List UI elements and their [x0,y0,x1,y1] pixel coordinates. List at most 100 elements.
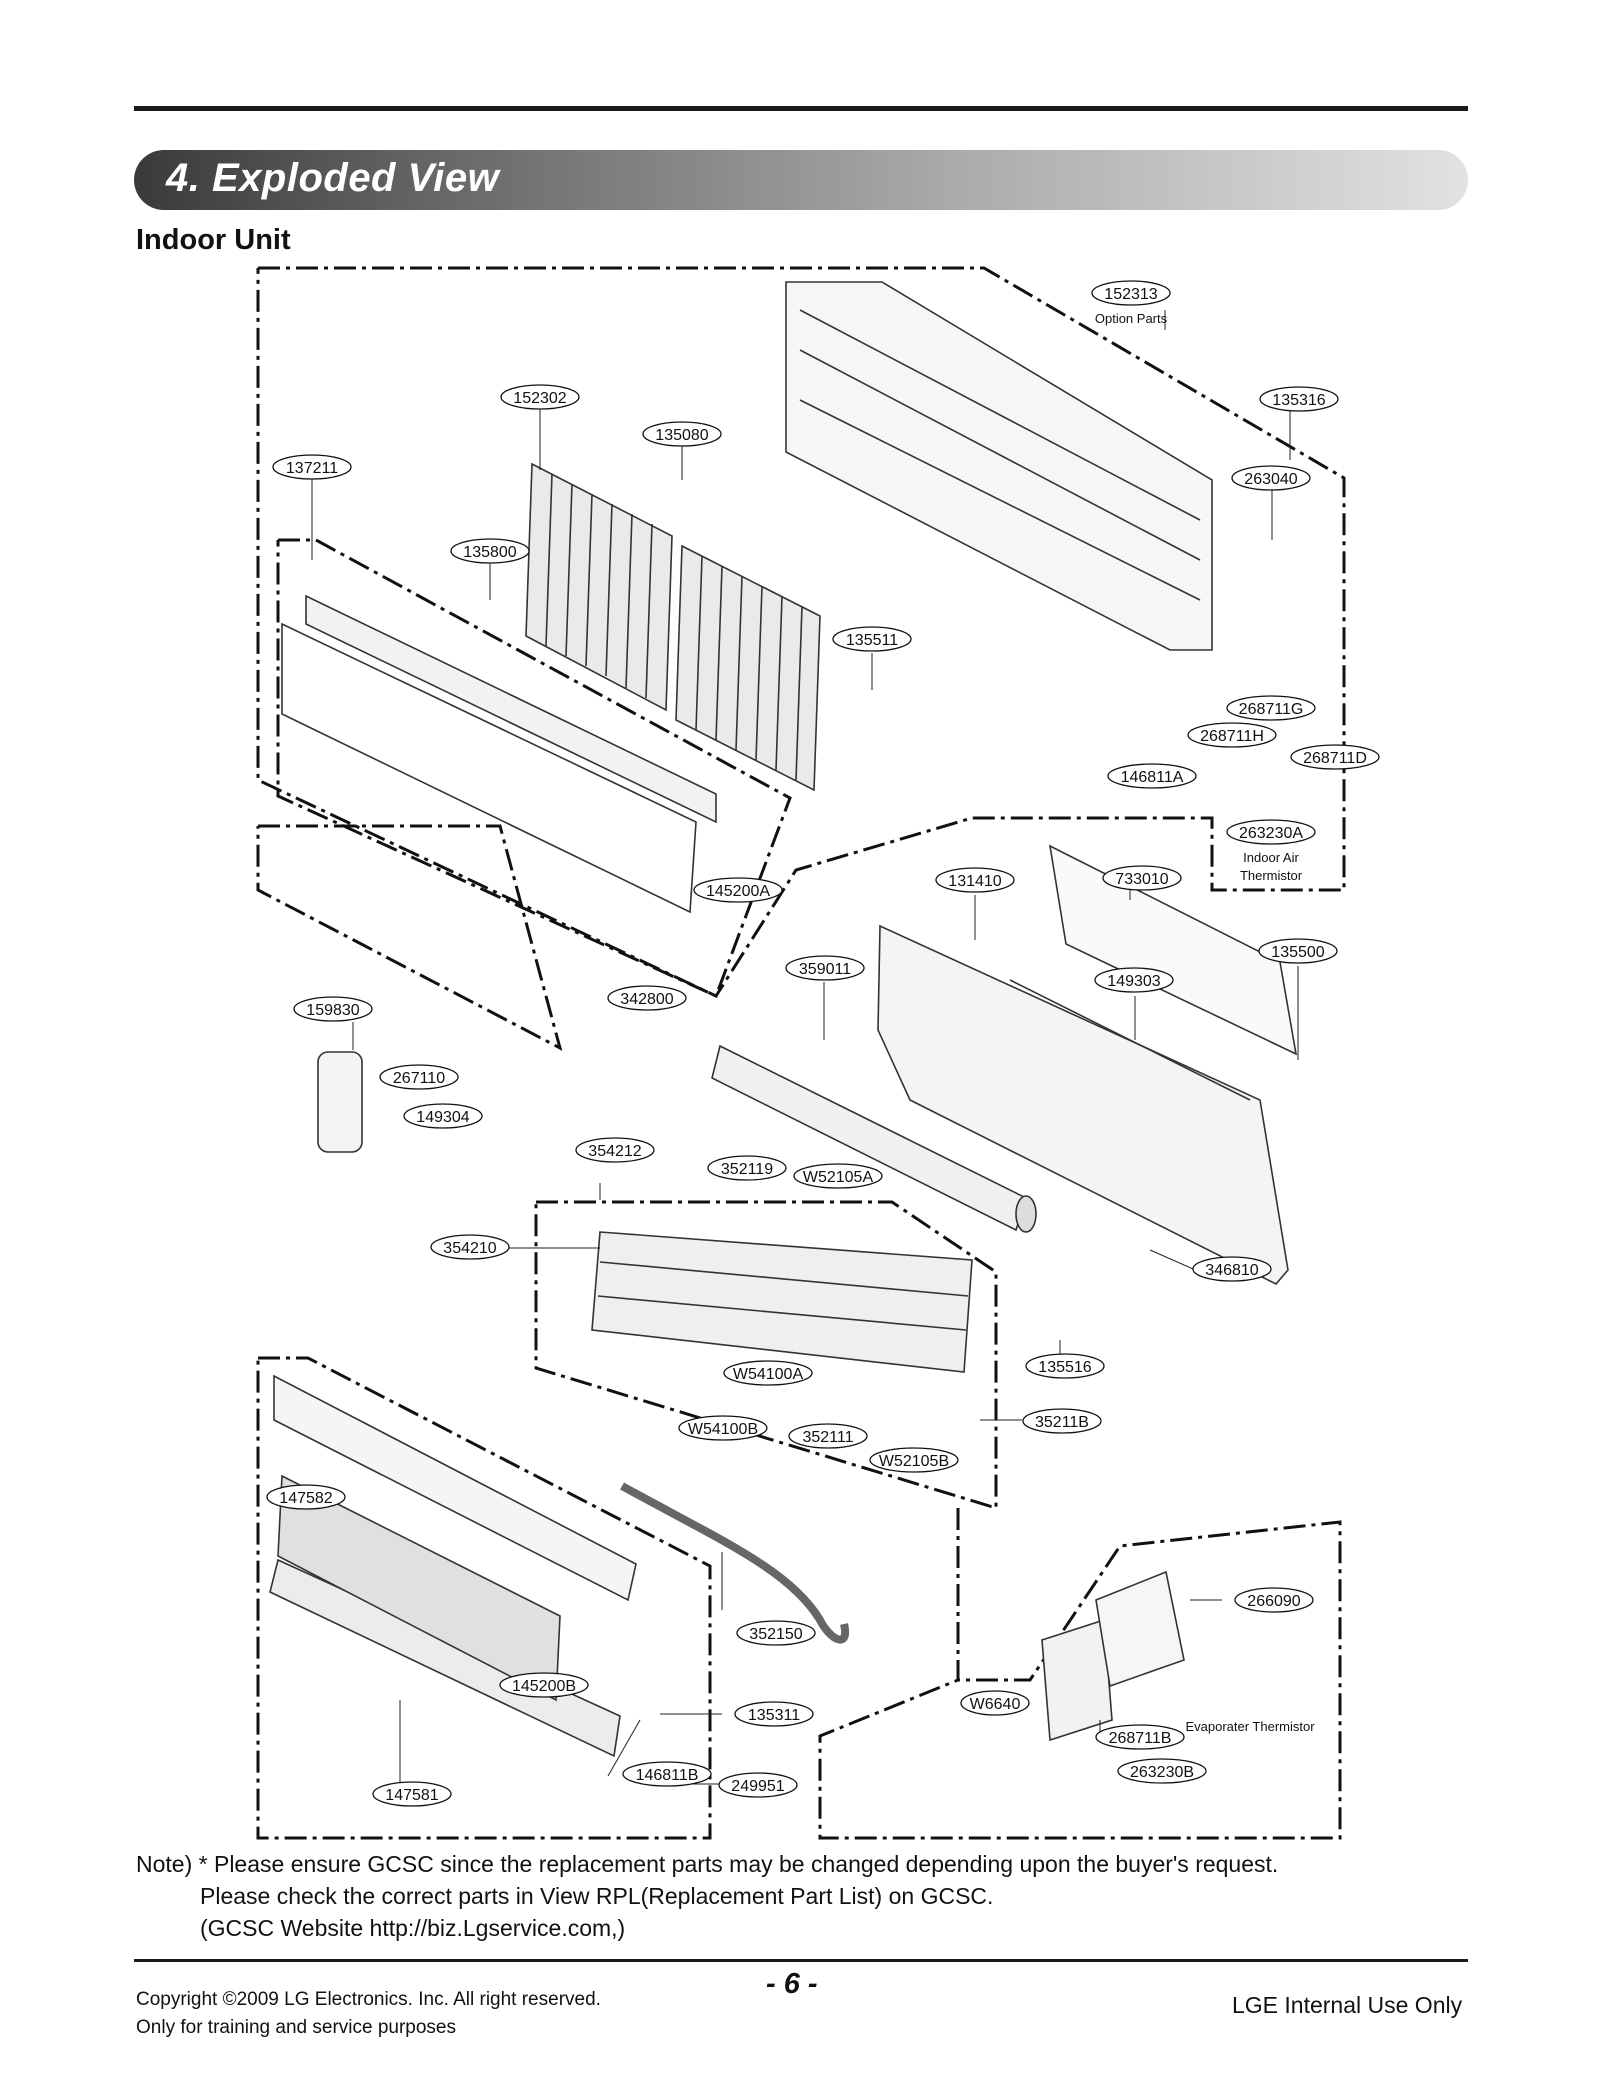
part-number: 152302 [513,390,566,407]
part-note: Evaporater Thermistor [1185,1719,1315,1734]
discharge-group-boundary [256,1356,712,1840]
evaporator-coil [591,1231,973,1373]
part-drawings [269,281,1298,1758]
callout-135500: 135500 [1258,938,1338,964]
part-number: 267110 [393,1070,445,1087]
callout-oval [379,1064,459,1090]
part-number: 268711H [1200,728,1264,745]
callout-oval [372,1781,452,1807]
callout-733010: 733010 [1102,865,1182,891]
part-number: 135516 [1038,1359,1091,1376]
callout-135080: 135080 [642,421,722,447]
chassis-frame [785,281,1213,651]
callout-oval [869,1447,959,1473]
callout-346810: 346810 [1192,1256,1272,1282]
note-line-2: Please check the correct parts in View R… [200,1883,994,1909]
part-number: 352119 [721,1161,773,1178]
section-heading: 4. Exploded View [166,156,500,200]
part-number: 263040 [1244,471,1297,488]
part-number: 346810 [1205,1262,1258,1279]
callout-268711d: 268711D [1290,744,1380,770]
callout-oval [1187,722,1277,748]
callout-266090: 266090 [1234,1587,1314,1613]
cross-flow-fan [711,1044,1037,1233]
part-number: 149303 [1107,973,1160,990]
callout-w52105b: W52105B [869,1447,959,1473]
part-number: 147582 [279,1490,332,1507]
callout-268711b: 268711B Evaporater Thermistor [1095,1719,1315,1750]
callout-268711h: 268711H [1187,722,1277,748]
callout-oval [1107,763,1197,789]
part-number: W6640 [970,1696,1021,1713]
callout-oval [1102,865,1182,891]
front-group-boundary [256,266,1346,998]
callout-oval [607,985,687,1011]
front-panel [281,594,717,914]
copyright-block: Copyright ©2009 LG Electronics. Inc. All… [136,1986,601,2042]
callout-oval [450,538,530,564]
training-text: Only for training and service purposes [136,2017,456,2038]
part-number: 131410 [948,873,1001,890]
callout-135511: 135511 [832,626,912,652]
callout-oval [793,1163,883,1189]
callout-oval [266,1484,346,1510]
part-number: 354210 [443,1240,496,1257]
part-number: 147581 [385,1787,438,1804]
callout-267110: 267110 [379,1064,459,1090]
callout-oval [642,421,722,447]
callout-152302: 152302 [500,384,580,410]
part-number: 135800 [463,544,516,561]
callout-oval [693,877,783,903]
callout-oval [1234,1587,1314,1613]
callout-146811b: 146811B [622,1761,712,1787]
part-note: Thermistor [1240,868,1303,883]
callout-342800: 342800 [607,985,687,1011]
callout-oval [718,1772,798,1798]
callout-oval [832,626,912,652]
callout-oval [1231,465,1311,491]
callout-135311: 135311 [734,1701,814,1727]
bottom-rule [134,1959,1468,1962]
installation-plate [1048,844,1298,1056]
callout-145200a: 145200A [693,877,783,903]
callout-oval [403,1103,483,1129]
drain-hose [620,1482,850,1644]
remote-controller [317,1051,363,1153]
part-number: 145200A [706,883,770,900]
callout-oval [1022,1408,1102,1434]
part-number: 733010 [1115,871,1168,888]
part-number: 268711B [1109,1730,1172,1747]
callout-oval [707,1155,787,1181]
part-number: 149304 [416,1109,469,1126]
part-number: 263230A [1239,825,1303,842]
callout-oval [1117,1758,1207,1784]
callout-oval [575,1137,655,1163]
callout-oval [678,1415,768,1441]
callout-oval [1091,280,1171,306]
discharge-assembly [269,1374,637,1758]
copyright-text: Copyright ©2009 LG Electronics. Inc. All… [136,1989,601,2010]
callout-oval [1226,819,1316,845]
callout-149303: 149303 [1094,967,1174,993]
note-line-3: (GCSC Website http://biz.Lgservice.com,) [200,1915,626,1941]
callout-35211b: 35211B [1022,1408,1102,1434]
callout-oval [1226,695,1316,721]
part-number: 354212 [588,1143,641,1160]
callout-oval [499,1672,589,1698]
callout-147581: 147581 [372,1781,452,1807]
callout-w6640: W6640 [960,1690,1030,1716]
callout-oval [734,1701,814,1727]
callout-137211: 137211 [272,454,352,480]
callout-oval [935,867,1015,893]
part-number: 152313 [1104,286,1157,303]
part-number: 35211B [1035,1414,1089,1431]
internal-use-label: LGE Internal Use Only [1232,1992,1463,2018]
part-number: 352111 [802,1429,853,1446]
callout-146811a: 146811A [1107,763,1197,789]
part-number: 266090 [1247,1593,1300,1610]
part-note: Indoor Air [1243,850,1299,865]
part-number: 342800 [620,991,673,1008]
top-rule [134,106,1468,111]
callout-oval [723,1360,813,1386]
air-filter-left [525,462,673,712]
